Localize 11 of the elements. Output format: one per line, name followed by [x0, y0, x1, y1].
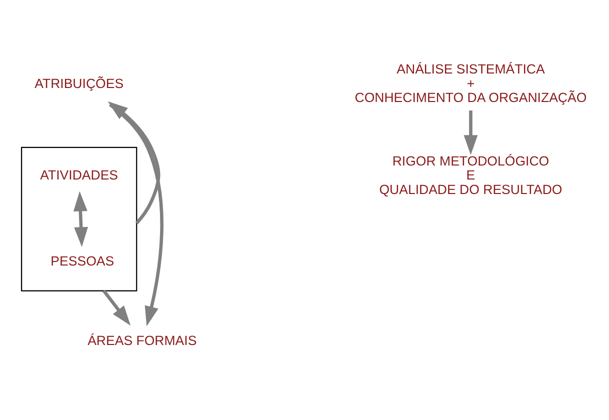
arrow: [464, 110, 478, 156]
cluster: [21, 146, 138, 292]
arrow: [108, 103, 164, 326]
node-text: RIGOR METODOLÓGICO E QUALIDADE DO RESULTADO: [379, 153, 562, 198]
node-text: ATIVIDADES: [40, 168, 118, 183]
node-text: PESSOAS: [50, 253, 114, 268]
node-text: ÁREAS FORMAIS: [88, 333, 197, 348]
node-text: ATRIBUIÇÕES: [34, 76, 124, 91]
arrow: [73, 191, 88, 248]
arrow: [102, 290, 131, 326]
node-text: ANÁLISE SISTEMÁTICA + CONHECIMENTO DA ORGANIZAÇÃO: [354, 61, 587, 106]
